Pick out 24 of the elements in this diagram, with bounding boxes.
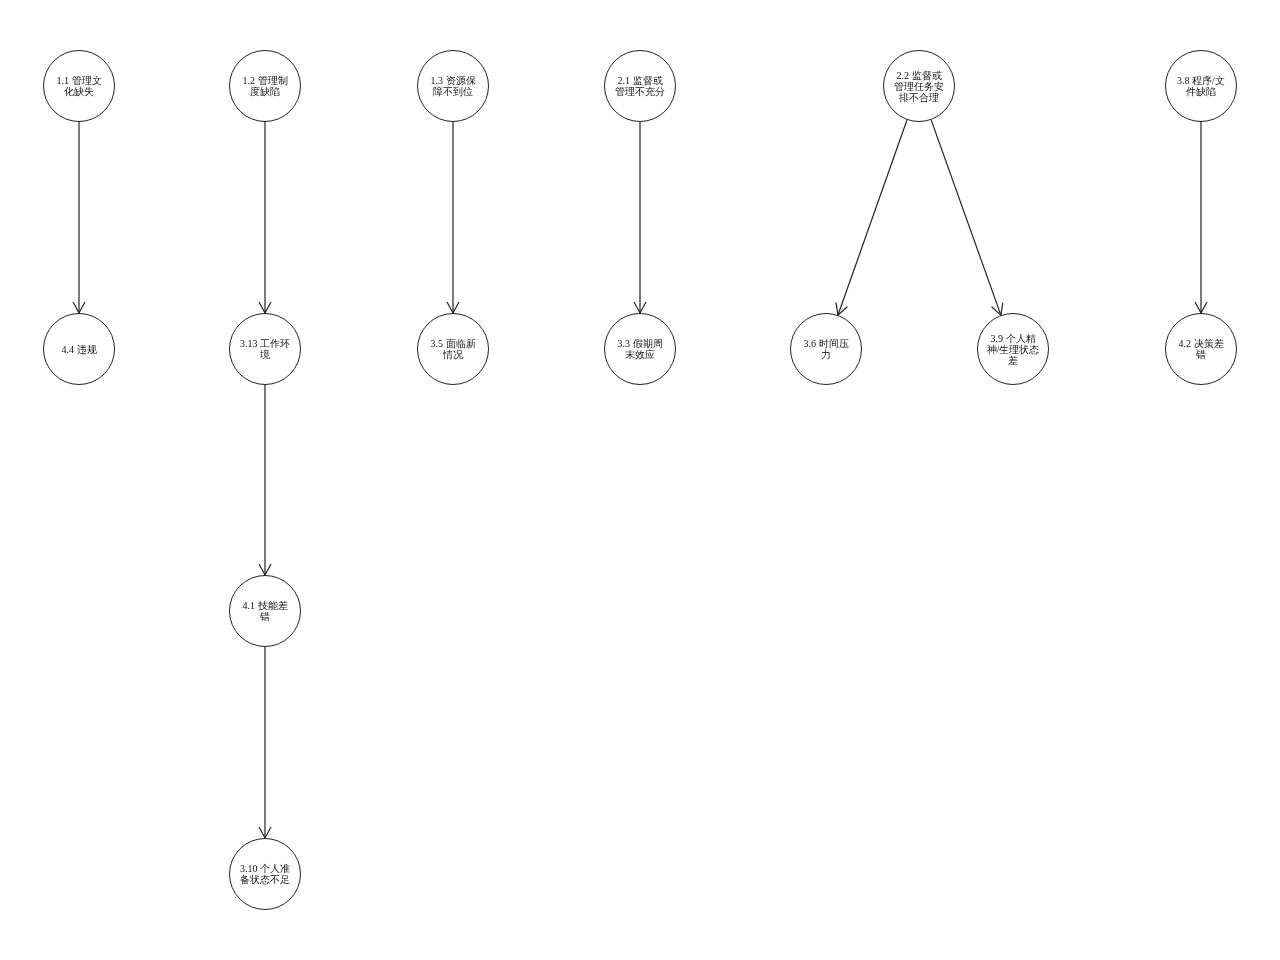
node-label: 3.3 假期周末效应 [616,338,664,360]
arrow [258,646,272,839]
arrow [72,121,86,314]
arrow [835,119,908,316]
node-label: 4.2 决策差错 [1177,338,1225,360]
arrow [633,121,647,314]
node-label: 3.8 程序/文件缺陷 [1176,75,1226,97]
node-label: 1.2 管理制度缺陷 [241,75,289,97]
node-label: 3.10 个人准备状态不足 [239,863,291,885]
arrow [446,121,460,314]
node-label: 2.1 监督或管理不充分 [614,75,666,97]
node-label: 3.5 面临新情况 [429,338,477,360]
node-label: 4.1 技能差错 [241,600,289,622]
node-label: 1.1 管理文化缺失 [55,75,103,97]
arrow [258,384,272,576]
arrow [1194,121,1208,314]
node-label: 2.2 监督或管理任务安排不合理 [893,69,945,103]
arrow [258,121,272,314]
node-label: 3.13 工作环境 [239,338,291,360]
node-label: 4.4 违规 [60,343,98,355]
arrow [930,119,1004,316]
node-label: 3.6 时间压力 [802,338,850,360]
node-label: 1.3 资源保障不到位 [429,75,477,97]
node-label: 3.9 个人精神/生理状态差 [986,332,1040,366]
